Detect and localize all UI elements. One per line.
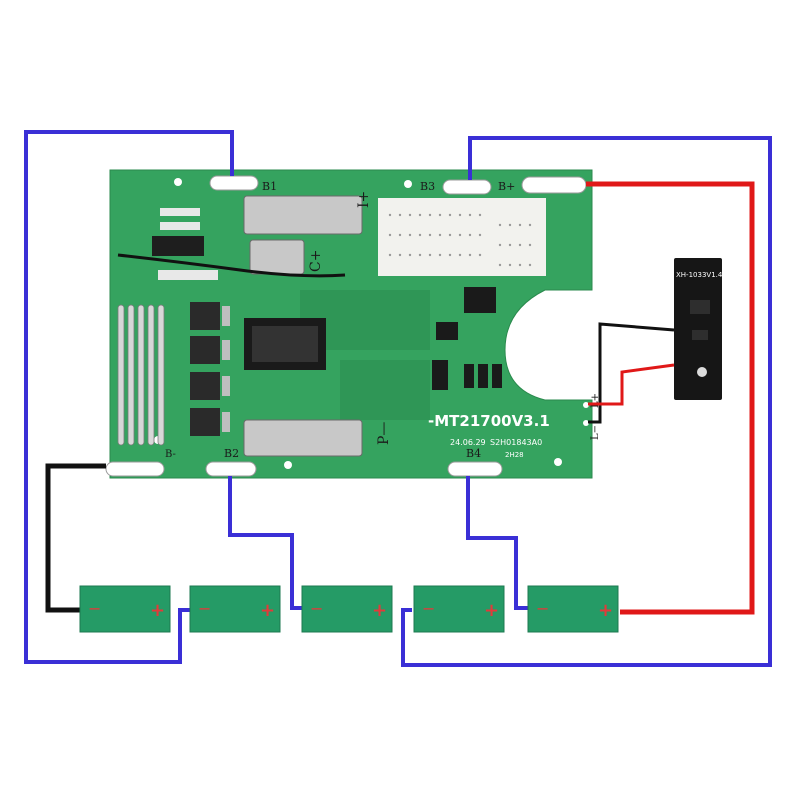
nickel-terminal-top	[243, 195, 363, 275]
wire-red-b-plus	[586, 181, 755, 615]
pad-b3	[442, 179, 492, 195]
wire-blue-b3	[401, 136, 772, 667]
label-b3: B3	[420, 180, 435, 193]
wires	[24, 130, 772, 667]
label-b-plus: B+	[498, 180, 515, 193]
pad-b-minus	[105, 461, 165, 477]
cell-minus-mark: −	[310, 599, 323, 618]
pad-b-plus	[521, 176, 587, 194]
battery-cell-body	[189, 585, 281, 633]
mosfet-array	[190, 302, 230, 436]
cell-minus-mark: −	[198, 599, 211, 618]
label-b1: B1	[262, 180, 277, 193]
battery-cells: −+−+−+−+−+	[79, 585, 619, 633]
label-p-minus: P—	[376, 422, 392, 445]
heatsink-pad	[378, 198, 546, 276]
wire-black-b-minus	[45, 463, 106, 613]
battery-cell: −+	[301, 585, 393, 633]
board-lot: 2H28	[505, 451, 524, 459]
battery-cell: −+	[79, 585, 171, 633]
cell-plus-mark: +	[150, 600, 165, 621]
control-ic	[152, 208, 218, 280]
label-b4: B4	[466, 447, 481, 460]
wire-blue-b4	[466, 476, 528, 610]
cell-plus-mark: +	[372, 600, 387, 621]
cell-minus-mark: −	[422, 599, 435, 618]
board-date-code: 24.06.29	[450, 438, 486, 447]
label-c-plus: C+	[308, 250, 324, 272]
board-model: -MT21700V3.1	[428, 412, 550, 430]
pad-b4	[447, 461, 503, 477]
label-b2: B2	[224, 447, 239, 460]
pad-b1	[209, 175, 259, 191]
board-serial: S2H01843A0	[490, 438, 542, 447]
label-b-minus: B-	[165, 449, 176, 460]
battery-cell: −+	[189, 585, 281, 633]
nickel-terminal-bottom	[243, 419, 363, 457]
battery-cell-body	[527, 585, 619, 633]
label-l-minus: L−	[590, 425, 601, 440]
label-l-plus: L+	[590, 393, 601, 408]
label-i-plus: I+	[356, 191, 372, 208]
cell-minus-mark: −	[536, 599, 549, 618]
cell-plus-mark: +	[598, 600, 613, 621]
wire-indicator-red	[588, 363, 675, 406]
battery-cell-body	[301, 585, 393, 633]
wire-blue-b1	[24, 130, 234, 664]
bms-board: B1 B3 B+ B- B2 B4 I+ C+ P— L+ L− -MT2170…	[105, 169, 601, 479]
cell-plus-mark: +	[484, 600, 499, 621]
cell-minus-mark: −	[88, 599, 101, 618]
wire-blue-b2	[228, 476, 302, 610]
pad-b2	[205, 461, 257, 477]
battery-cell-body	[413, 585, 505, 633]
battery-cell: −+	[413, 585, 505, 633]
cell-plus-mark: +	[260, 600, 275, 621]
indicator-board-label: XH-1033V1.4	[676, 271, 723, 279]
indicator-board: XH-1033V1.4	[674, 258, 723, 400]
wire-indicator-black	[588, 322, 675, 424]
battery-cell: −+	[527, 585, 619, 633]
battery-cell-body	[79, 585, 171, 633]
